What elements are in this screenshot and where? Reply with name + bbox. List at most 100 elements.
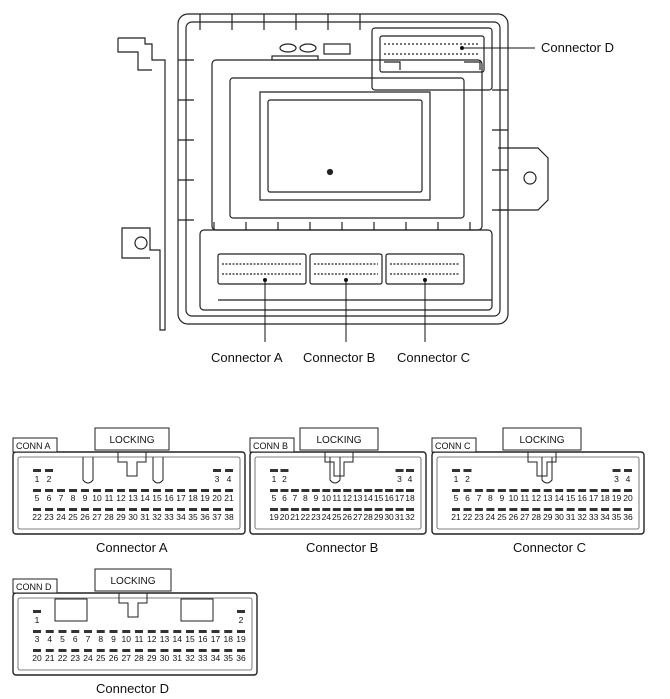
pin-mark xyxy=(486,489,495,492)
pin-row2: 5 xyxy=(272,493,277,503)
pin-mark xyxy=(33,508,41,511)
pin-row3: 36 xyxy=(623,512,633,522)
pin-mark xyxy=(543,508,552,511)
pin-row3: 29 xyxy=(116,512,126,522)
pin-mark xyxy=(93,489,101,492)
pin-mark xyxy=(105,508,113,511)
pin-row2: 10 xyxy=(322,493,332,503)
pin-mark xyxy=(270,508,278,511)
pin-mark xyxy=(147,649,156,652)
locking-box xyxy=(299,427,379,451)
pin-row2: 17 xyxy=(395,493,405,503)
pin-mark xyxy=(109,630,118,633)
pin-mark xyxy=(71,630,80,633)
pin-mark xyxy=(109,649,118,652)
pin-mark xyxy=(463,508,472,511)
pin-mark xyxy=(45,469,53,472)
pin-row1: 1 xyxy=(272,474,277,484)
pin-row3: 26 xyxy=(109,653,119,663)
pin-row2: 6 xyxy=(282,493,287,503)
pin-row3: 23 xyxy=(44,512,54,522)
pin-row3: 25 xyxy=(96,653,106,663)
pin-row2: 8 xyxy=(71,493,76,503)
pin-mark xyxy=(280,469,289,472)
pin-row3: 31 xyxy=(173,653,183,663)
pin-row3: 31 xyxy=(140,512,150,522)
pin-mark xyxy=(601,489,610,492)
pin-row3: 33 xyxy=(589,512,599,522)
pin-mark xyxy=(45,630,54,633)
pin-mark xyxy=(141,508,149,511)
pin-mark xyxy=(45,649,54,652)
pin-mark xyxy=(165,489,173,492)
conn-tag-box xyxy=(249,437,295,453)
pin-row3: 28 xyxy=(134,653,144,663)
pin-row2: 17 xyxy=(589,493,599,503)
pin-mark xyxy=(105,489,113,492)
pin-row3: 35 xyxy=(224,653,234,663)
pin-row3: 28 xyxy=(104,512,114,522)
pin-mark xyxy=(201,508,209,511)
pin-mark xyxy=(555,508,564,511)
pin-row2: 6 xyxy=(73,634,78,644)
pin-row2: 7 xyxy=(477,493,482,503)
pin-row1: 2 xyxy=(282,474,287,484)
pin-mark xyxy=(58,630,67,633)
pin-row2: 17 xyxy=(176,493,186,503)
pin-mark xyxy=(332,508,341,511)
pin-mark xyxy=(122,649,131,652)
pin-row1: 3 xyxy=(215,474,220,484)
conn-tag: CONN A xyxy=(16,441,51,451)
callout-connector-d: Connector D xyxy=(541,40,614,55)
pin-row2: 15 xyxy=(185,634,195,644)
pin-mark xyxy=(225,489,233,492)
pin-mark xyxy=(463,469,472,472)
window-right xyxy=(180,598,214,622)
connector-body xyxy=(249,451,427,535)
callout-connector-a: Connector A xyxy=(211,350,283,365)
pin-row2: 14 xyxy=(554,493,564,503)
pin-row2: 12 xyxy=(342,493,352,503)
pin-row3: 36 xyxy=(236,653,246,663)
pin-mark xyxy=(173,630,182,633)
pin-mark xyxy=(117,489,125,492)
pin-row2: 4 xyxy=(47,634,52,644)
pin-mark xyxy=(364,508,373,511)
pin-row3: 30 xyxy=(128,512,138,522)
conn-tag-box xyxy=(12,578,58,594)
pin-mark xyxy=(69,489,77,492)
pin-row2: 8 xyxy=(98,634,103,644)
pin-mark xyxy=(520,489,529,492)
pin-row2: 11 xyxy=(105,493,114,503)
connector-inner xyxy=(436,456,640,530)
pin-mark xyxy=(237,610,245,613)
locking-box xyxy=(94,427,170,451)
pin-row2: 13 xyxy=(353,493,363,503)
pin-row3: 29 xyxy=(374,512,384,522)
pin-row3: 21 xyxy=(451,512,461,522)
pin-row2: 10 xyxy=(92,493,102,503)
pin-mark xyxy=(201,489,209,492)
pin-row2: 9 xyxy=(499,493,504,503)
locking-tab xyxy=(118,593,148,618)
pin-row3: 34 xyxy=(176,512,186,522)
pin-mark xyxy=(474,508,483,511)
pin-mark xyxy=(311,508,320,511)
pin-mark xyxy=(69,508,77,511)
conn-tag-box xyxy=(12,437,58,453)
pin-mark xyxy=(153,489,161,492)
pin-mark xyxy=(364,489,373,492)
pin-row3: 26 xyxy=(80,512,90,522)
pin-row2: 20 xyxy=(623,493,633,503)
pin-row2: 11 xyxy=(332,493,341,503)
pin-row3: 32 xyxy=(405,512,415,522)
pin-row2: 14 xyxy=(363,493,373,503)
pin-mark xyxy=(566,508,575,511)
pin-row3: 35 xyxy=(612,512,622,522)
connector-body xyxy=(12,451,246,535)
pin-mark xyxy=(578,489,587,492)
pin-row3: 24 xyxy=(83,653,93,663)
pin-mark xyxy=(509,489,518,492)
